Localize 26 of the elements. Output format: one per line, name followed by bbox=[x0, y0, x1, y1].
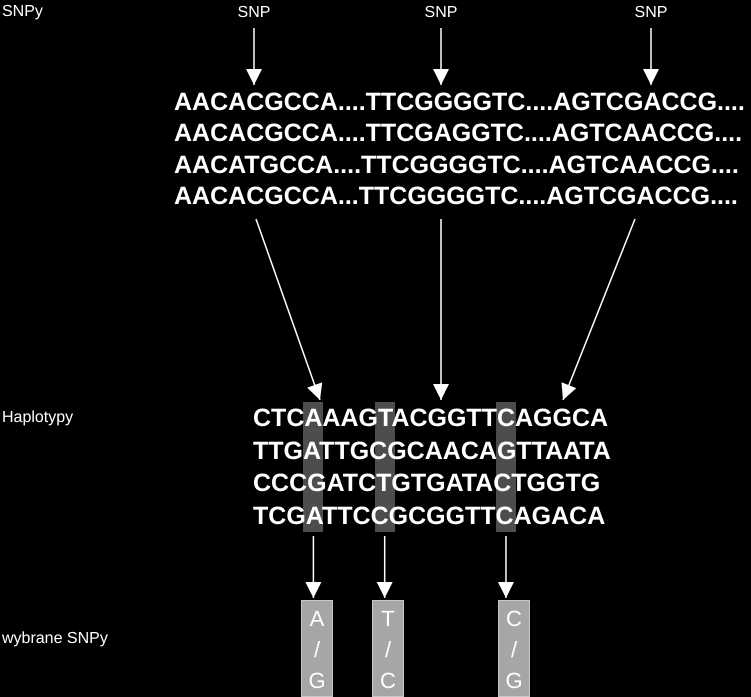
sequence-line: CTCAAAGTACGGTTCAGGCA bbox=[253, 403, 610, 434]
sequence-line: AACACGCCA...TTCGGGGTC....AGTCGACCG.... bbox=[174, 180, 739, 212]
snp-label: SNP bbox=[629, 2, 673, 24]
arrow bbox=[246, 28, 262, 85]
row-label: wybrane SNPy bbox=[2, 630, 108, 648]
arrow bbox=[498, 536, 514, 598]
allele-box: C / G bbox=[498, 600, 530, 697]
arrow bbox=[433, 219, 449, 400]
snp-label: SNP bbox=[419, 2, 463, 24]
allele-box: A / G bbox=[301, 600, 333, 697]
arrow bbox=[255, 218, 322, 400]
sequence-line: AACACGCCA....TTCGGGGTC....AGTCGACCG.... bbox=[174, 87, 746, 118]
sequence-line: TCGATTCCGCGGTTCAGACA bbox=[253, 500, 606, 532]
arrow bbox=[643, 28, 659, 85]
sequence-line: CCCGATCTGTGATACTGGTG bbox=[253, 468, 602, 499]
arrow bbox=[376, 536, 393, 598]
snp-label: SNP bbox=[232, 2, 276, 24]
arrow bbox=[433, 28, 449, 85]
row-label: SNPy bbox=[2, 3, 43, 21]
allele-box: T / C bbox=[372, 600, 404, 697]
sequence-line: AACACGCCA....TTCGAGGTC....AGTCAACCG.... bbox=[174, 118, 744, 150]
sequence-line: TTGATTGCGCAACAGTTAATA bbox=[253, 436, 612, 466]
sequence-line: AACATGCCA....TTCGGGGTC....AGTCAACCG.... bbox=[174, 150, 740, 181]
arrow bbox=[305, 536, 322, 598]
arrow bbox=[561, 218, 636, 400]
row-label: Haplotypy bbox=[2, 409, 74, 427]
